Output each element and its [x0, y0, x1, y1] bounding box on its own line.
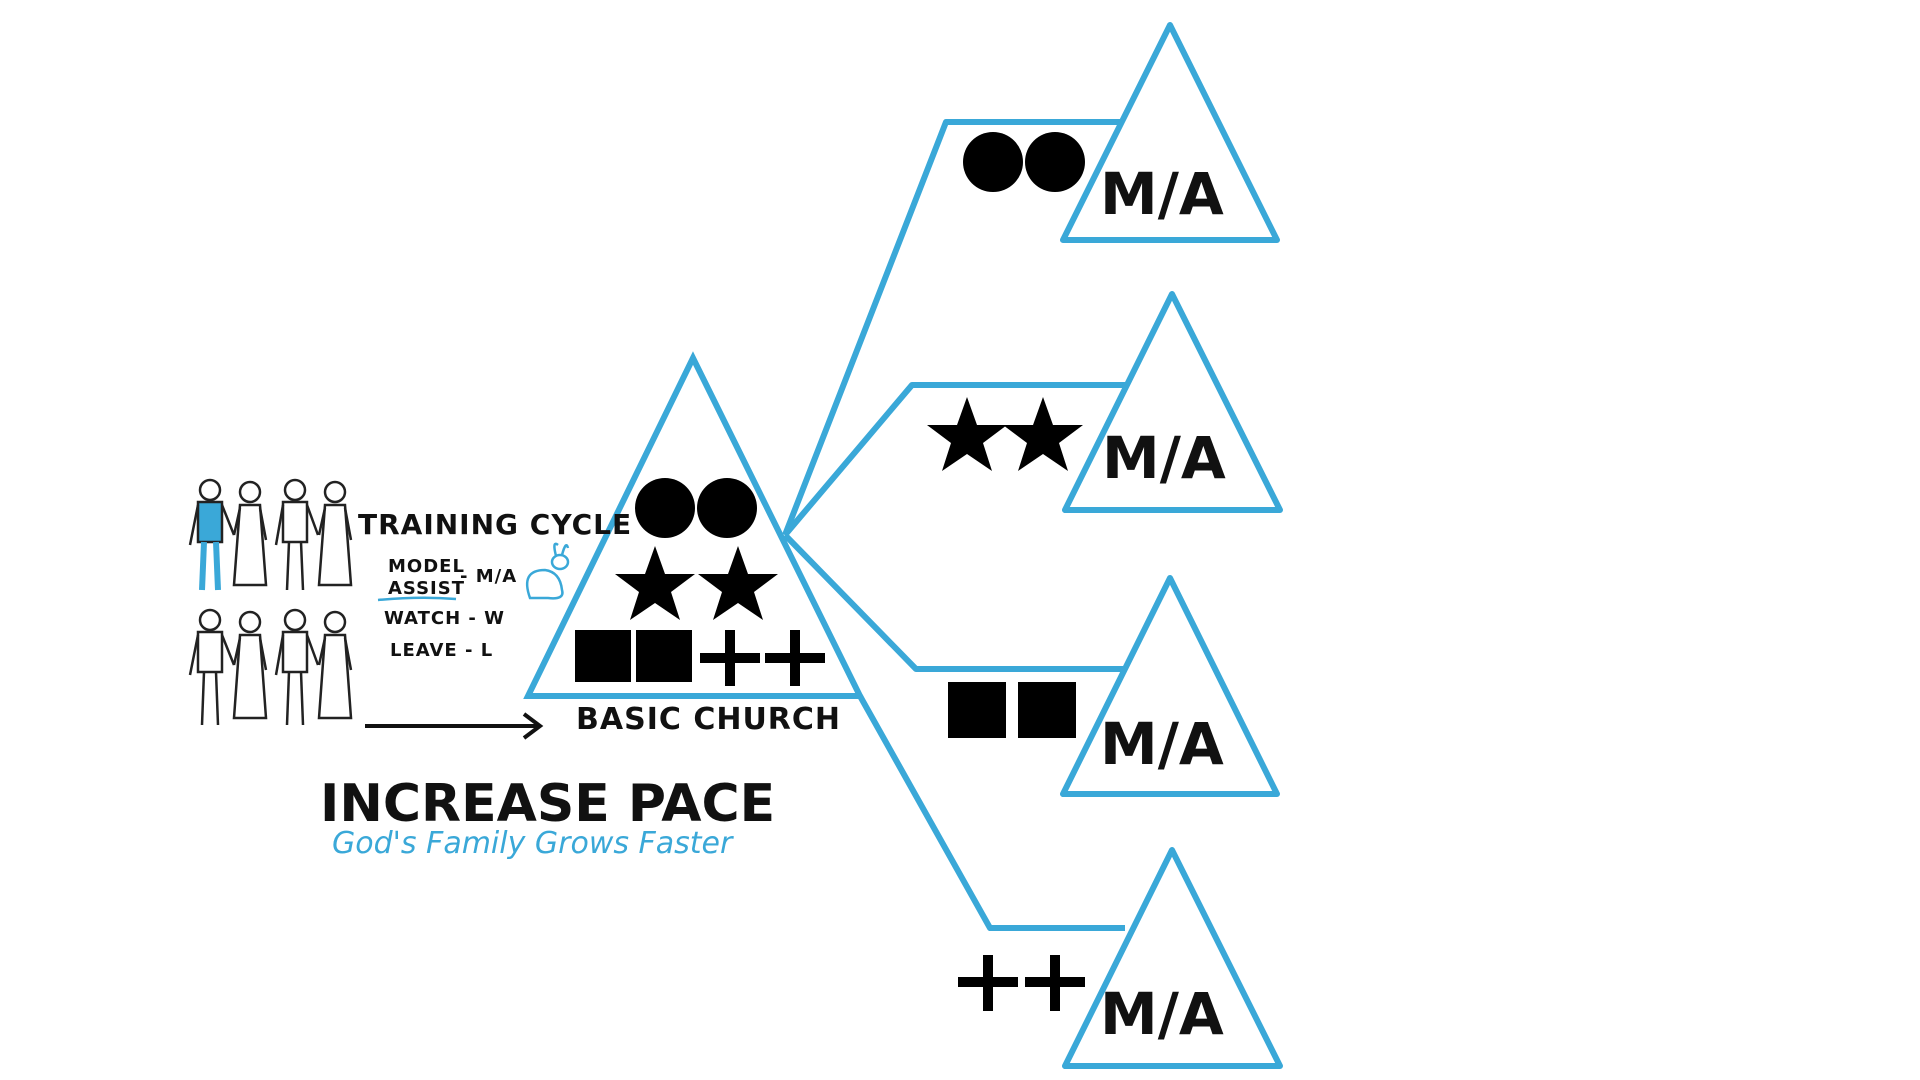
plus-icon	[958, 955, 1018, 1011]
person-icon	[232, 480, 268, 587]
square-icon	[575, 630, 631, 682]
square-icon	[636, 630, 692, 682]
branch-symbols	[927, 132, 1085, 1011]
circle-icon	[1025, 132, 1085, 192]
step-model-assist-code: - M/A	[460, 566, 518, 587]
step-model: MODEL	[388, 556, 465, 577]
increase-pace-title: INCREASE PACE	[320, 774, 776, 834]
plus-icon	[1025, 955, 1085, 1011]
star-icon	[1003, 397, 1083, 471]
arrow-right-icon	[365, 712, 544, 740]
star-icon	[927, 397, 1007, 471]
star-icon	[615, 546, 695, 620]
basic-church-symbols	[575, 478, 825, 686]
star-icon	[698, 546, 778, 620]
branch-connectors	[782, 119, 1125, 931]
person-icon	[188, 608, 236, 726]
branch-label-circles: M/A	[1100, 160, 1224, 228]
branch-triangle-2	[1062, 291, 1283, 513]
square-icon	[948, 682, 1006, 738]
branch-label-squares: M/A	[1100, 710, 1224, 778]
branch-triangle-3	[1060, 575, 1280, 797]
circle-icon	[635, 478, 695, 538]
person-icon	[317, 610, 353, 720]
branch-label-stars: M/A	[1102, 424, 1226, 492]
basic-church-label: BASIC CHURCH	[576, 702, 842, 737]
branch-label-plus: M/A	[1100, 980, 1224, 1048]
circle-icon	[697, 478, 757, 538]
circle-icon	[963, 132, 1023, 192]
plus-icon	[700, 630, 760, 686]
branch-triangle-4	[1062, 847, 1283, 1069]
people-illustration	[188, 478, 353, 726]
training-cycle-title: TRAINING CYCLE	[358, 508, 633, 541]
person-icon	[274, 608, 320, 726]
rabbit-icon	[525, 542, 570, 600]
branch-triangle-1	[1060, 22, 1280, 243]
person-icon	[274, 478, 320, 591]
square-icon	[1018, 682, 1076, 738]
increase-pace-subtitle: God's Family Grows Faster	[332, 826, 733, 861]
plus-icon	[765, 630, 825, 686]
person-icon	[188, 478, 236, 591]
basic-church-triangle	[523, 351, 865, 699]
step-watch: WATCH - W	[384, 608, 505, 629]
assist-underline	[377, 596, 457, 602]
branch-triangles	[1060, 22, 1283, 1069]
step-leave: LEAVE - L	[390, 640, 494, 661]
person-icon	[317, 480, 353, 587]
step-assist: ASSIST	[388, 578, 465, 599]
person-icon	[232, 610, 268, 720]
